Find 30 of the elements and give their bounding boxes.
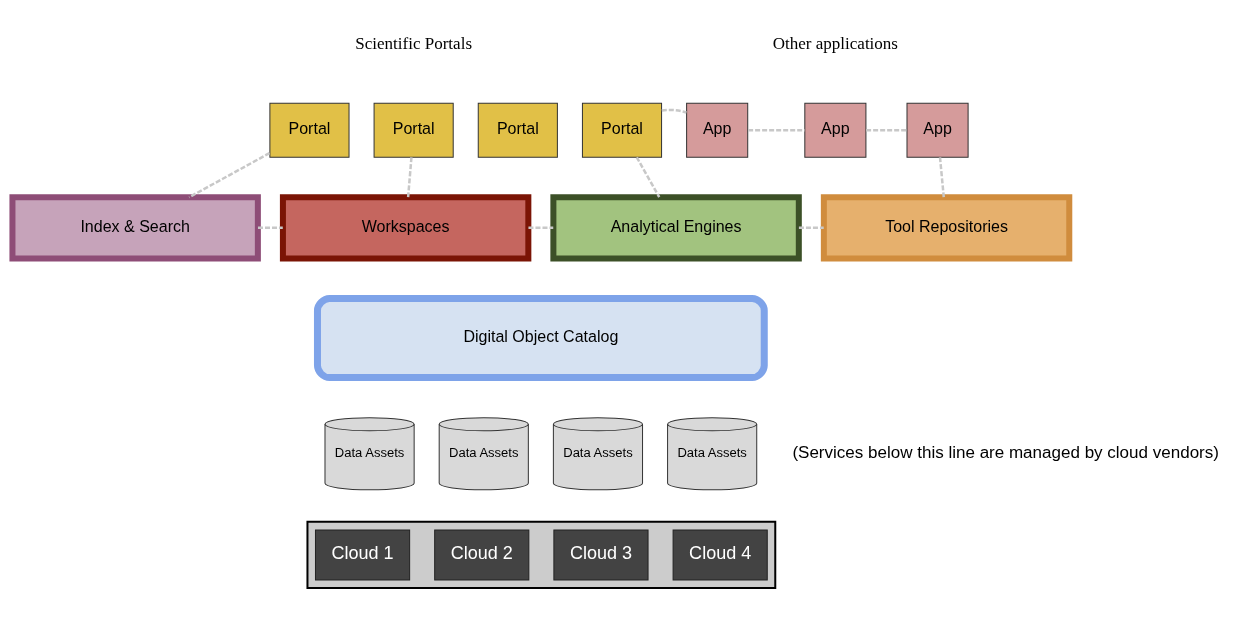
node-box: Digital Object Catalog [313, 294, 768, 381]
node-box: Cloud 4 [672, 528, 768, 580]
node-box: Index & Search [9, 193, 261, 261]
connector [188, 151, 271, 198]
node-box: Portal [477, 102, 558, 158]
label: Other applications [772, 33, 898, 53]
connector [748, 128, 805, 131]
node-box: Tool Repositories [820, 193, 1073, 261]
node-box: App [686, 102, 749, 158]
connector [661, 108, 687, 114]
cluster [306, 520, 777, 589]
node-box: Portal [269, 102, 350, 158]
node-box: Cloud 2 [434, 528, 530, 580]
node-box: Analytical Engines [550, 193, 802, 261]
connector [528, 226, 554, 229]
connector [866, 128, 907, 131]
node-box: Portal [373, 102, 454, 158]
node-box: App [906, 102, 969, 158]
connector [938, 156, 945, 197]
connector [406, 156, 413, 197]
node-box: Cloud 1 [314, 528, 411, 580]
connector [798, 226, 824, 229]
node-box: Cloud 3 [553, 528, 649, 580]
node-box: Workspaces [279, 193, 532, 261]
node-box: Portal [581, 102, 663, 158]
connector [258, 226, 283, 229]
connector [635, 156, 661, 198]
label: Scientific Portals [355, 33, 473, 53]
node-box: App [804, 102, 867, 158]
label: (Services below this line are managed by cloud vendors) [792, 442, 1219, 462]
